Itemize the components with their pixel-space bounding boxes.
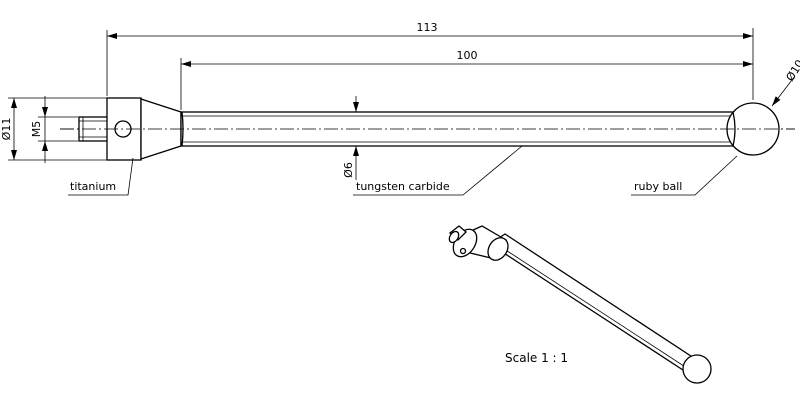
- iso-stud: [448, 225, 467, 244]
- dimension-ball-diameter: Ø10: [771, 57, 800, 107]
- leader-tungsten-carbide: tungsten carbide: [353, 145, 523, 196]
- shaft-diameter-text: Ø6: [342, 162, 355, 178]
- titanium-label: titanium: [70, 180, 116, 193]
- stylus-elevation-view: [60, 97, 795, 161]
- tungsten-carbide-label: tungsten carbide: [356, 180, 450, 193]
- ruby-ball-label: ruby ball: [634, 180, 682, 193]
- dimension-body-diameter: Ø11: [0, 97, 107, 161]
- thread-text: M5: [30, 121, 43, 138]
- overall-length-text: 113: [417, 21, 438, 34]
- dimension-overall: 113: [106, 21, 754, 100]
- iso-ball: [682, 354, 712, 384]
- dimension-thread: M5: [30, 96, 78, 163]
- dimension-shaft: 100: [180, 49, 753, 110]
- stylus-isometric-view: [448, 225, 712, 384]
- scale-note: Scale 1 : 1: [505, 351, 568, 365]
- dimension-shaft-diameter: Ø6: [342, 96, 359, 180]
- body-diameter-text: Ø11: [0, 118, 13, 141]
- leader-ruby-ball: ruby ball: [631, 155, 738, 196]
- ball-diameter-text: Ø10: [784, 57, 800, 83]
- leader-titanium: titanium: [68, 157, 134, 196]
- shaft-length-text: 100: [457, 49, 478, 62]
